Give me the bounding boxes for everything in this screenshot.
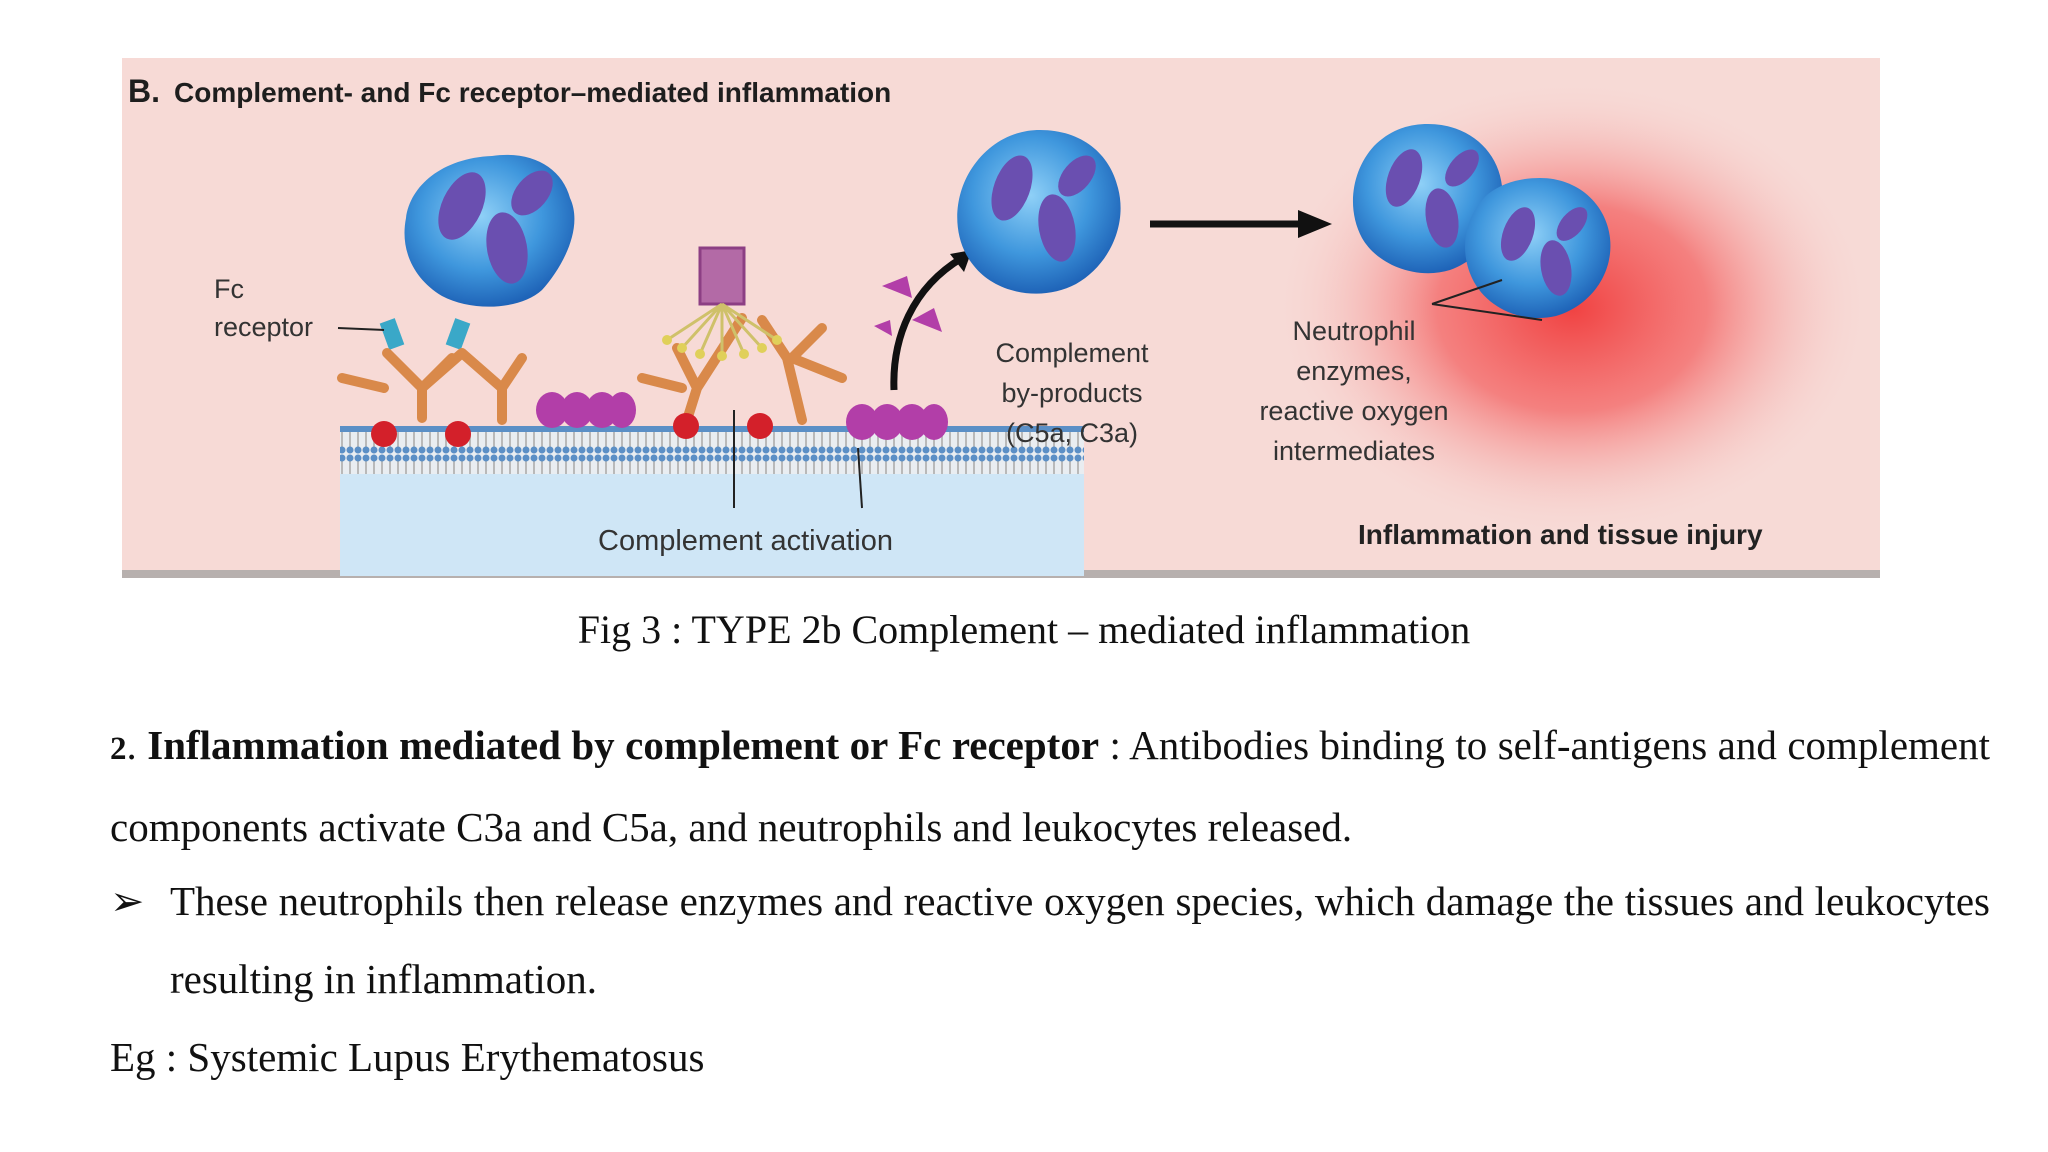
label-byproducts-2: by-products: [1001, 378, 1142, 408]
complement-cluster-2: [846, 404, 948, 440]
bullet-item: ➢ These neutrophils then release enzymes…: [110, 862, 1990, 1018]
antigen-2: [445, 421, 471, 447]
neutrophil-1: [404, 154, 575, 307]
neutrophil-2: [957, 130, 1121, 294]
straight-arrow: [1150, 210, 1332, 238]
label-neutrophil-1: Neutrophil: [1292, 316, 1415, 346]
fc-receptor-right: [445, 318, 471, 350]
example-line: Eg : Systemic Lupus Erythematosus: [110, 1034, 705, 1080]
neutrophil-3: [1352, 124, 1503, 274]
paragraph-text: : Antibodies binding to self-antigens an…: [110, 722, 1990, 850]
figure-caption: Fig 3 : TYPE 2b Complement – mediated in…: [577, 607, 1471, 652]
figure-complement-inflammation: B. Complement- and Fc receptor–mediated …: [122, 58, 1880, 578]
antibody-2: [417, 348, 527, 425]
curved-arrow: [890, 250, 972, 391]
complement-byproducts: [874, 276, 942, 336]
label-neutrophil-2: enzymes,: [1296, 356, 1412, 386]
paragraph-number-suffix: .: [126, 722, 137, 768]
panel-title: Complement- and Fc receptor–mediated inf…: [174, 77, 891, 108]
antibody-4: [757, 315, 847, 425]
bullet-text: These neutrophils then release enzymes a…: [170, 878, 1990, 1002]
neutrophil-4: [1465, 178, 1611, 319]
label-fc: Fc: [214, 274, 244, 304]
c1-complex: [662, 246, 782, 361]
paragraph-heading: Inflammation mediated by complement or F…: [147, 722, 1100, 768]
antigen-3: [673, 413, 699, 439]
label-neutrophil-3: reactive oxygen: [1259, 396, 1448, 426]
arrow-bullet-icon: ➢: [110, 878, 145, 924]
figure-illustration: B. Complement- and Fc receptor–mediated …: [122, 58, 1880, 578]
label-receptor: receptor: [214, 312, 313, 342]
paragraph-number: 2: [110, 731, 127, 767]
label-byproducts-1: Complement: [995, 338, 1149, 368]
label-byproducts-3: (C5a, C3a): [1006, 418, 1138, 448]
antigen-1: [371, 421, 397, 447]
label-complement-activation: Complement activation: [598, 525, 893, 557]
paragraph-2: 2. Inflammation mediated by complement o…: [110, 706, 1990, 866]
complement-cluster-1: [536, 392, 636, 428]
label-inflammation: Inflammation and tissue injury: [1358, 519, 1763, 550]
antigen-4: [747, 413, 773, 439]
fc-receptor-left: [379, 318, 405, 350]
panel-title-letter: B.: [128, 73, 160, 109]
label-neutrophil-4: intermediates: [1273, 436, 1435, 466]
